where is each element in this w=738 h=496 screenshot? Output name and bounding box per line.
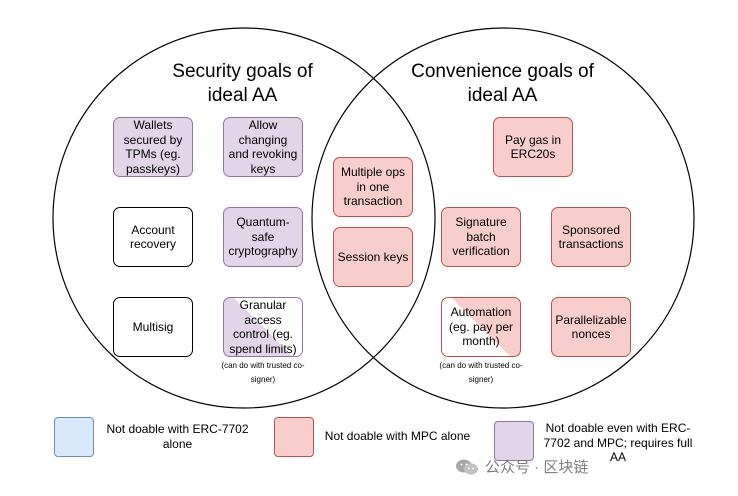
security-goals-title: Security goals of ideal AA bbox=[172, 61, 313, 106]
granular-access-note: (can do with trusted co-signer) bbox=[221, 361, 305, 384]
legend-blue-label: Not doable with ERC-7702 alone bbox=[106, 422, 249, 451]
legend-purple-swatch bbox=[494, 421, 534, 461]
wallets-tpm-box: Wallets secured by TPMs (eg. passkeys) bbox=[113, 117, 193, 177]
session-keys-box: Session keys bbox=[333, 227, 413, 287]
wechat-icon bbox=[455, 458, 479, 476]
convenience-goals-title: Convenience goals of ideal AA bbox=[411, 61, 594, 106]
pay-gas-box: Pay gas in ERC20s bbox=[493, 117, 573, 177]
legend-red-label: Not doable with MPC alone bbox=[324, 429, 471, 443]
legend-blue-swatch bbox=[54, 417, 94, 457]
watermark: 公众号 · 区块链 bbox=[455, 456, 588, 477]
multiple-ops-box: Multiple ops in one transaction bbox=[333, 157, 413, 217]
account-recovery-box: Account recovery bbox=[113, 207, 193, 267]
allow-changing-keys-box: Allow changing and revoking keys bbox=[223, 117, 303, 177]
quantum-safe-box: Quantum-safe cryptography bbox=[223, 207, 303, 267]
security-circle bbox=[52, 27, 436, 409]
automation-box: Automation (eg. pay per month) bbox=[441, 297, 521, 357]
granular-access-box: Granular access control (eg. spend limit… bbox=[223, 297, 303, 357]
parallelizable-nonces-box: Parallelizable nonces bbox=[551, 297, 631, 357]
signature-batch-box: Signature batch verification bbox=[441, 207, 521, 267]
convenience-circle bbox=[311, 27, 695, 409]
watermark-text: 公众号 · 区块链 bbox=[485, 459, 589, 476]
multisig-box: Multisig bbox=[113, 297, 193, 357]
automation-note: (can do with trusted co-signer) bbox=[439, 361, 523, 384]
sponsored-transactions-box: Sponsored transactions bbox=[551, 207, 631, 267]
legend-red-swatch bbox=[274, 417, 314, 457]
legend-purple-label: Not doable even with ERC-7702 and MPC; r… bbox=[543, 421, 693, 464]
